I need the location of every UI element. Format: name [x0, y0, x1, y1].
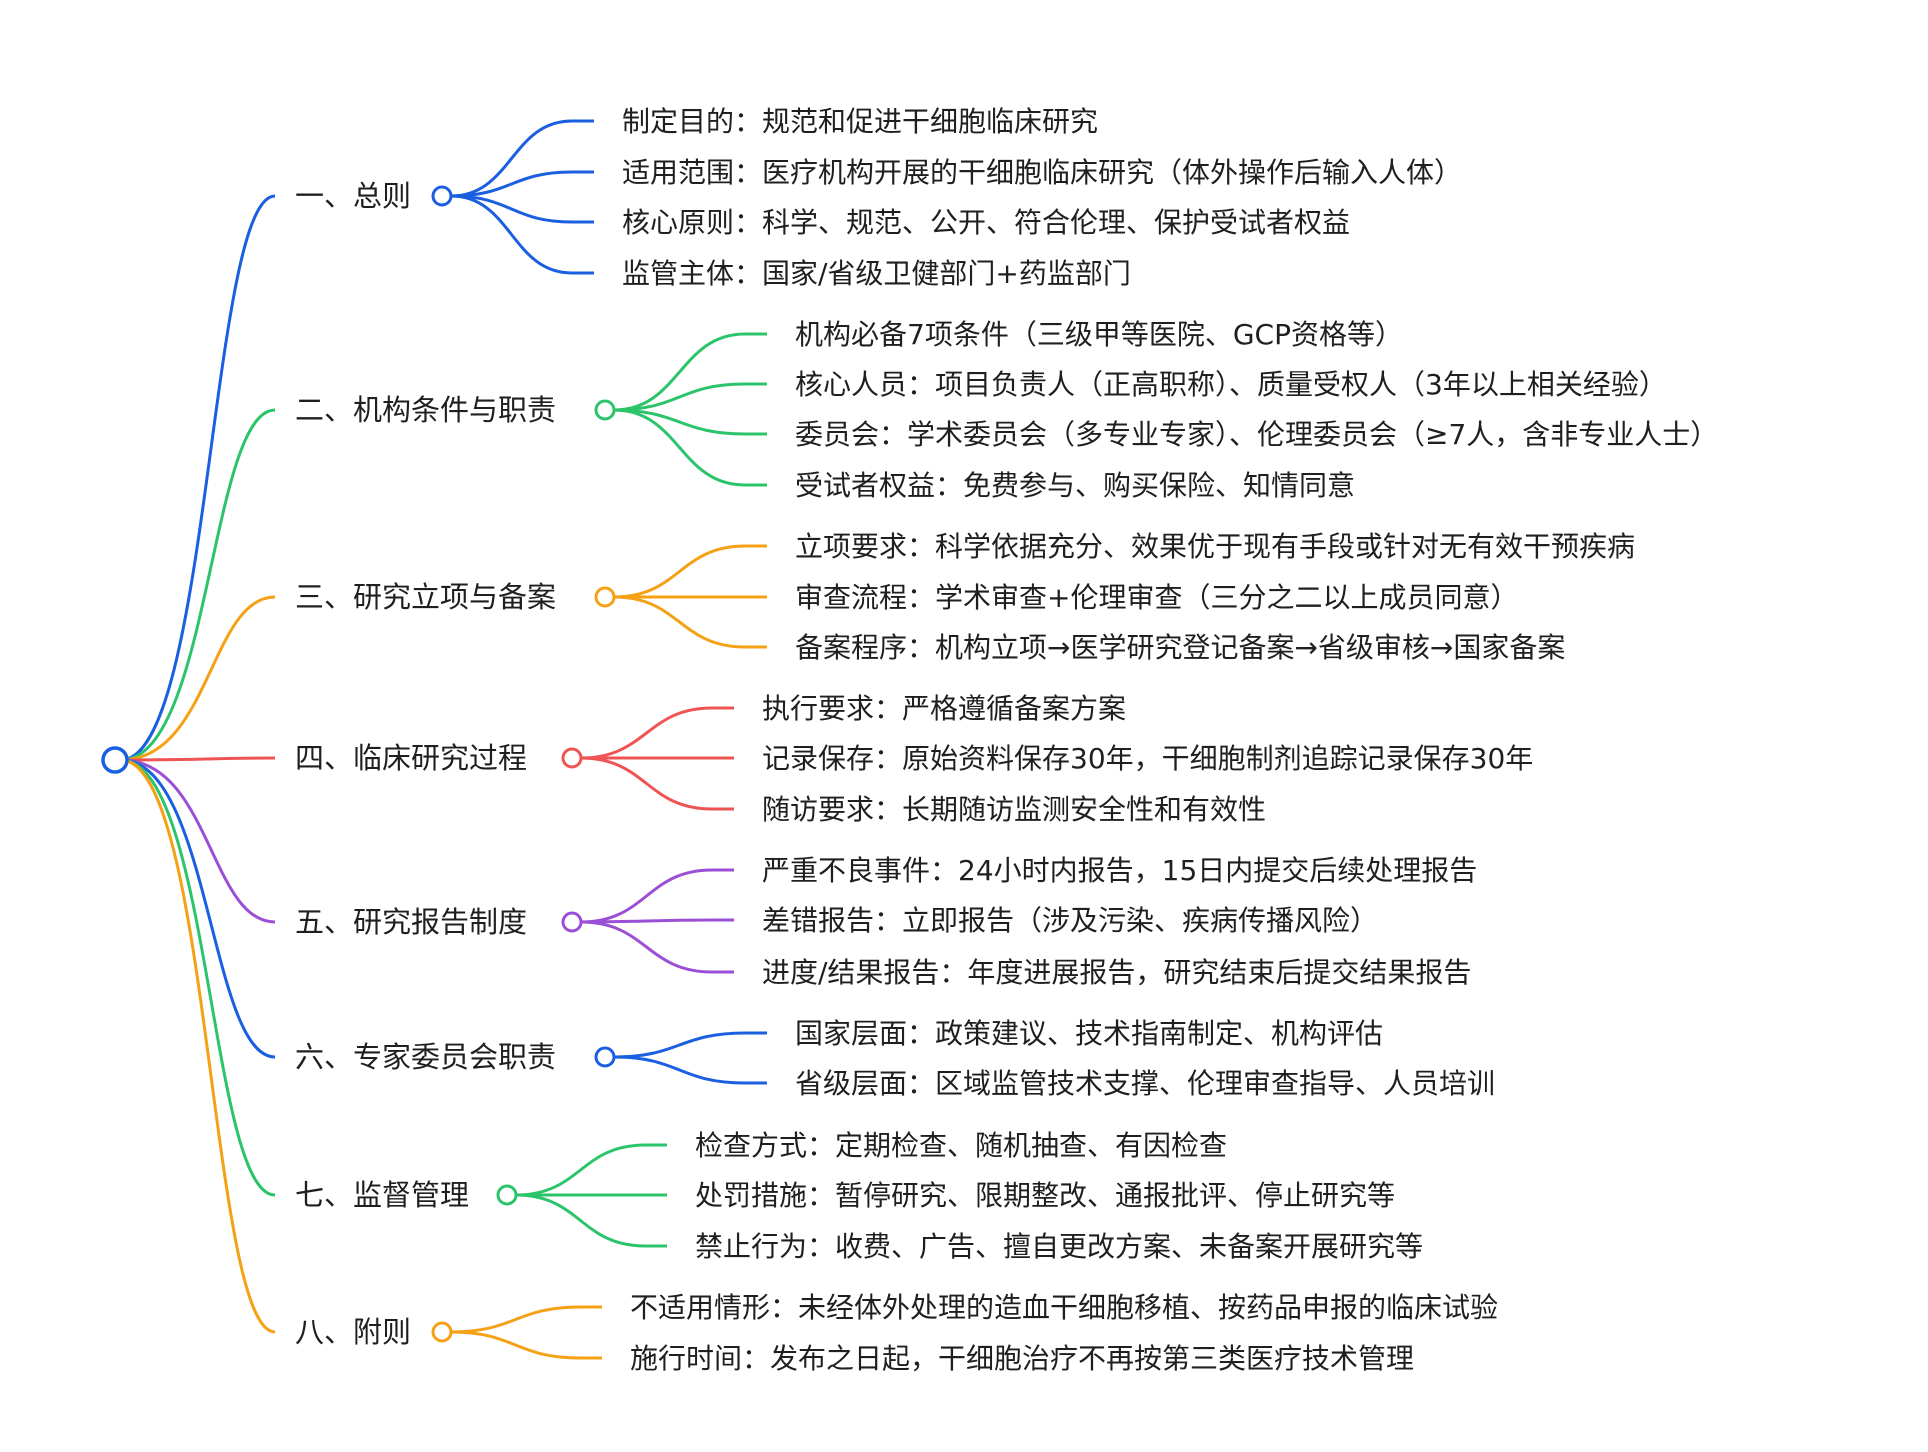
branch-child-connector: [613, 1031, 767, 1059]
branch-child-connector: [613, 408, 767, 487]
branch-label: 四、临床研究过程: [295, 741, 527, 775]
leaf-label: 省级层面：区域监管技术支撑、伦理审查指导、人员培训: [795, 1067, 1495, 1100]
leaf-label: 检查方式：定期检查、随机抽查、有因检查: [695, 1129, 1227, 1162]
leaf-label: 严重不良事件：24小时内报告，15日内提交后续处理报告: [762, 854, 1477, 887]
branch-node-circle[interactable]: [431, 1321, 453, 1343]
branch-child-connector: [580, 756, 734, 811]
root-branch-connector: [120, 758, 276, 924]
leaf-label: 国家层面：政策建议、技术指南制定、机构评估: [795, 1017, 1383, 1050]
branch-child-connector: [450, 170, 594, 198]
branch-child-connector: [450, 119, 594, 198]
branch-child-connector: [515, 1193, 667, 1248]
branch-node-circle[interactable]: [594, 399, 616, 421]
branch-node-circle[interactable]: [594, 586, 616, 608]
root-branch-connector: [120, 758, 276, 1334]
branch-child-connector: [613, 382, 767, 412]
leaf-label: 立项要求：科学依据充分、效果优于现有手段或针对无有效干预疾病: [795, 530, 1635, 563]
branch-node-circle[interactable]: [496, 1184, 518, 1206]
leaf-label: 施行时间：发布之日起，干细胞治疗不再按第三类医疗技术管理: [630, 1342, 1414, 1375]
branch-node-circle[interactable]: [594, 1046, 616, 1068]
leaf-label: 差错报告：立即报告（涉及污染、疾病传播风险）: [762, 904, 1378, 937]
branch-label: 八、附则: [295, 1315, 411, 1349]
leaf-label: 进度/结果报告：年度进展报告，研究结束后提交结果报告: [762, 956, 1471, 989]
root-branch-connector: [120, 756, 276, 762]
leaf-label: 委员会：学术委员会（多专业专家）、伦理委员会（≥7人，含非专业人士）: [795, 418, 1718, 451]
branch-child-connector: [515, 1143, 667, 1197]
leaf-label: 不适用情形：未经体外处理的造血干细胞移植、按药品申报的临床试验: [630, 1291, 1498, 1324]
leaf-label: 执行要求：严格遵循备案方案: [762, 692, 1126, 725]
branch-child-connector: [450, 194, 594, 224]
branch-child-connector: [580, 868, 734, 924]
branch-label: 七、监督管理: [295, 1178, 469, 1212]
leaf-label: 备案程序：机构立项→医学研究登记备案→省级审核→国家备案: [795, 631, 1565, 664]
root-branch-connector: [120, 758, 276, 1059]
branch-child-connector: [613, 408, 767, 436]
branch-label: 二、机构条件与职责: [295, 393, 556, 427]
leaf-label: 记录保存：原始资料保存30年，干细胞制剂追踪记录保存30年: [762, 742, 1533, 775]
leaf-label: 核心人员：项目负责人（正高职称）、质量受权人（3年以上相关经验）: [795, 368, 1667, 401]
branch-node-circle[interactable]: [561, 911, 583, 933]
branch-child-connector: [580, 918, 734, 924]
mindmap-nodes: 一、总则 制定目的：规范和促进干细胞临床研究适用范围：医疗机构开展的干细胞临床研究…: [101, 105, 1718, 1375]
leaf-label: 监管主体：国家/省级卫健部门+药监部门: [622, 257, 1131, 290]
branch-child-connector: [450, 194, 594, 275]
branch-node-circle[interactable]: [431, 185, 453, 207]
root-branch-connector: [120, 194, 276, 762]
leaf-label: 核心原则：科学、规范、公开、符合伦理、保护受试者权益: [622, 206, 1350, 239]
leaf-label: 处罚措施：暂停研究、限期整改、通报批评、停止研究等: [695, 1179, 1395, 1212]
root-node-circle[interactable]: [101, 746, 129, 774]
leaf-label: 机构必备7项条件（三级甲等医院、GCP资格等）: [795, 318, 1403, 351]
branch-label: 五、研究报告制度: [295, 905, 527, 939]
root-branch-connector: [120, 758, 276, 1197]
leaf-label: 制定目的：规范和促进干细胞临床研究: [622, 105, 1098, 138]
branch-child-connector: [580, 706, 734, 760]
branch-label: 六、专家委员会职责: [295, 1040, 556, 1074]
leaf-label: 适用范围：医疗机构开展的干细胞临床研究（体外操作后输入人体）: [622, 156, 1462, 189]
branch-label: 三、研究立项与备案: [295, 580, 556, 614]
branch-child-connector: [613, 332, 767, 412]
leaf-label: 随访要求：长期随访监测安全性和有效性: [762, 793, 1266, 826]
branch-child-connector: [580, 920, 734, 974]
branch-child-connector: [613, 544, 767, 599]
mindmap-edges: [120, 119, 767, 1360]
root-branch-connector: [120, 595, 276, 762]
branch-child-connector: [613, 595, 767, 649]
branch-child-connector: [450, 1330, 602, 1360]
leaf-label: 审查流程：学术审查+伦理审查（三分之二以上成员同意）: [795, 581, 1518, 614]
root-branch-connector: [120, 408, 276, 762]
leaf-label: 受试者权益：免费参与、购买保险、知情同意: [795, 469, 1355, 502]
branch-child-connector: [613, 1055, 767, 1085]
branch-child-connector: [450, 1305, 602, 1334]
leaf-label: 禁止行为：收费、广告、擅自更改方案、未备案开展研究等: [695, 1230, 1423, 1263]
branch-label: 一、总则: [295, 179, 411, 213]
branch-node-circle[interactable]: [561, 747, 583, 769]
